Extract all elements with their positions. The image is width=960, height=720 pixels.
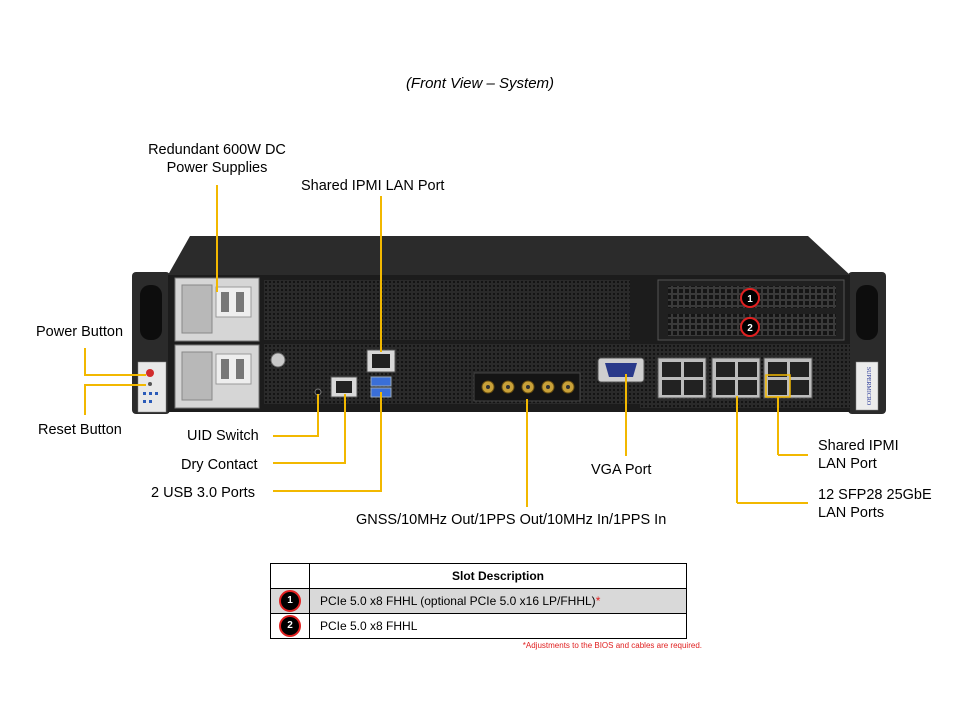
control-panel bbox=[137, 361, 167, 413]
reset-button-label: Reset Button bbox=[38, 422, 122, 438]
slot-1-desc: PCIe 5.0 x8 FHHL (optional PCIe 5.0 x16 … bbox=[320, 594, 596, 608]
usb-label: 2 USB 3.0 Ports bbox=[151, 485, 255, 501]
slot-2-desc: PCIe 5.0 x8 FHHL bbox=[320, 619, 418, 633]
slot-description-table: Slot Description 1 PCIe 5.0 x8 FHHL (opt… bbox=[270, 563, 687, 639]
table-row: 1 PCIe 5.0 x8 FHHL (optional PCIe 5.0 x1… bbox=[270, 588, 687, 614]
power-button-icon bbox=[146, 369, 154, 377]
ipmi-top-label: Shared IPMI LAN Port bbox=[301, 178, 445, 194]
callout-1-badge: 1 bbox=[740, 288, 760, 308]
svg-text:2: 2 bbox=[747, 323, 753, 334]
sfp-label: 12 SFP28 25GbE LAN Ports bbox=[818, 487, 932, 521]
gnss-connectors bbox=[473, 372, 581, 402]
slot-1-badge: 1 bbox=[279, 590, 301, 612]
table-header: Slot Description bbox=[309, 563, 687, 589]
vga-port-icon bbox=[597, 357, 645, 383]
power-supply-2 bbox=[174, 344, 260, 409]
brand-plate bbox=[855, 361, 879, 411]
leader-lines bbox=[84, 185, 808, 507]
power-supplies-label: Redundant 600W DC Power Supplies bbox=[148, 142, 286, 176]
dry-contact-label: Dry Contact bbox=[181, 457, 258, 473]
chassis-top bbox=[168, 236, 850, 275]
vga-label: VGA Port bbox=[591, 462, 652, 478]
table-row: 2 PCIe 5.0 x8 FHHL bbox=[270, 613, 687, 639]
gnss-label: GNSS/10MHz Out/1PPS Out/10MHz In/1PPS In bbox=[356, 512, 667, 528]
table-footnote: *Adjustments to the BIOS and cables are … bbox=[522, 641, 702, 650]
callout-2-badge: 2 bbox=[740, 317, 760, 337]
usb-port-icon bbox=[370, 376, 392, 387]
ipmi-right-label: Shared IPMI LAN Port bbox=[818, 438, 899, 472]
page-title: (Front View – System) bbox=[405, 75, 555, 92]
brand-logo: SUPERMICRO bbox=[865, 367, 871, 406]
uid-switch-label: UID Switch bbox=[187, 428, 259, 444]
power-button-label: Power Button bbox=[36, 324, 124, 340]
svg-text:1: 1 bbox=[747, 294, 753, 305]
table-header-blank bbox=[270, 563, 310, 589]
sfp28-cages bbox=[657, 357, 813, 399]
power-supply-1 bbox=[174, 277, 260, 342]
slot-1-asterisk: * bbox=[595, 594, 601, 608]
slot-2-badge: 2 bbox=[279, 615, 301, 637]
